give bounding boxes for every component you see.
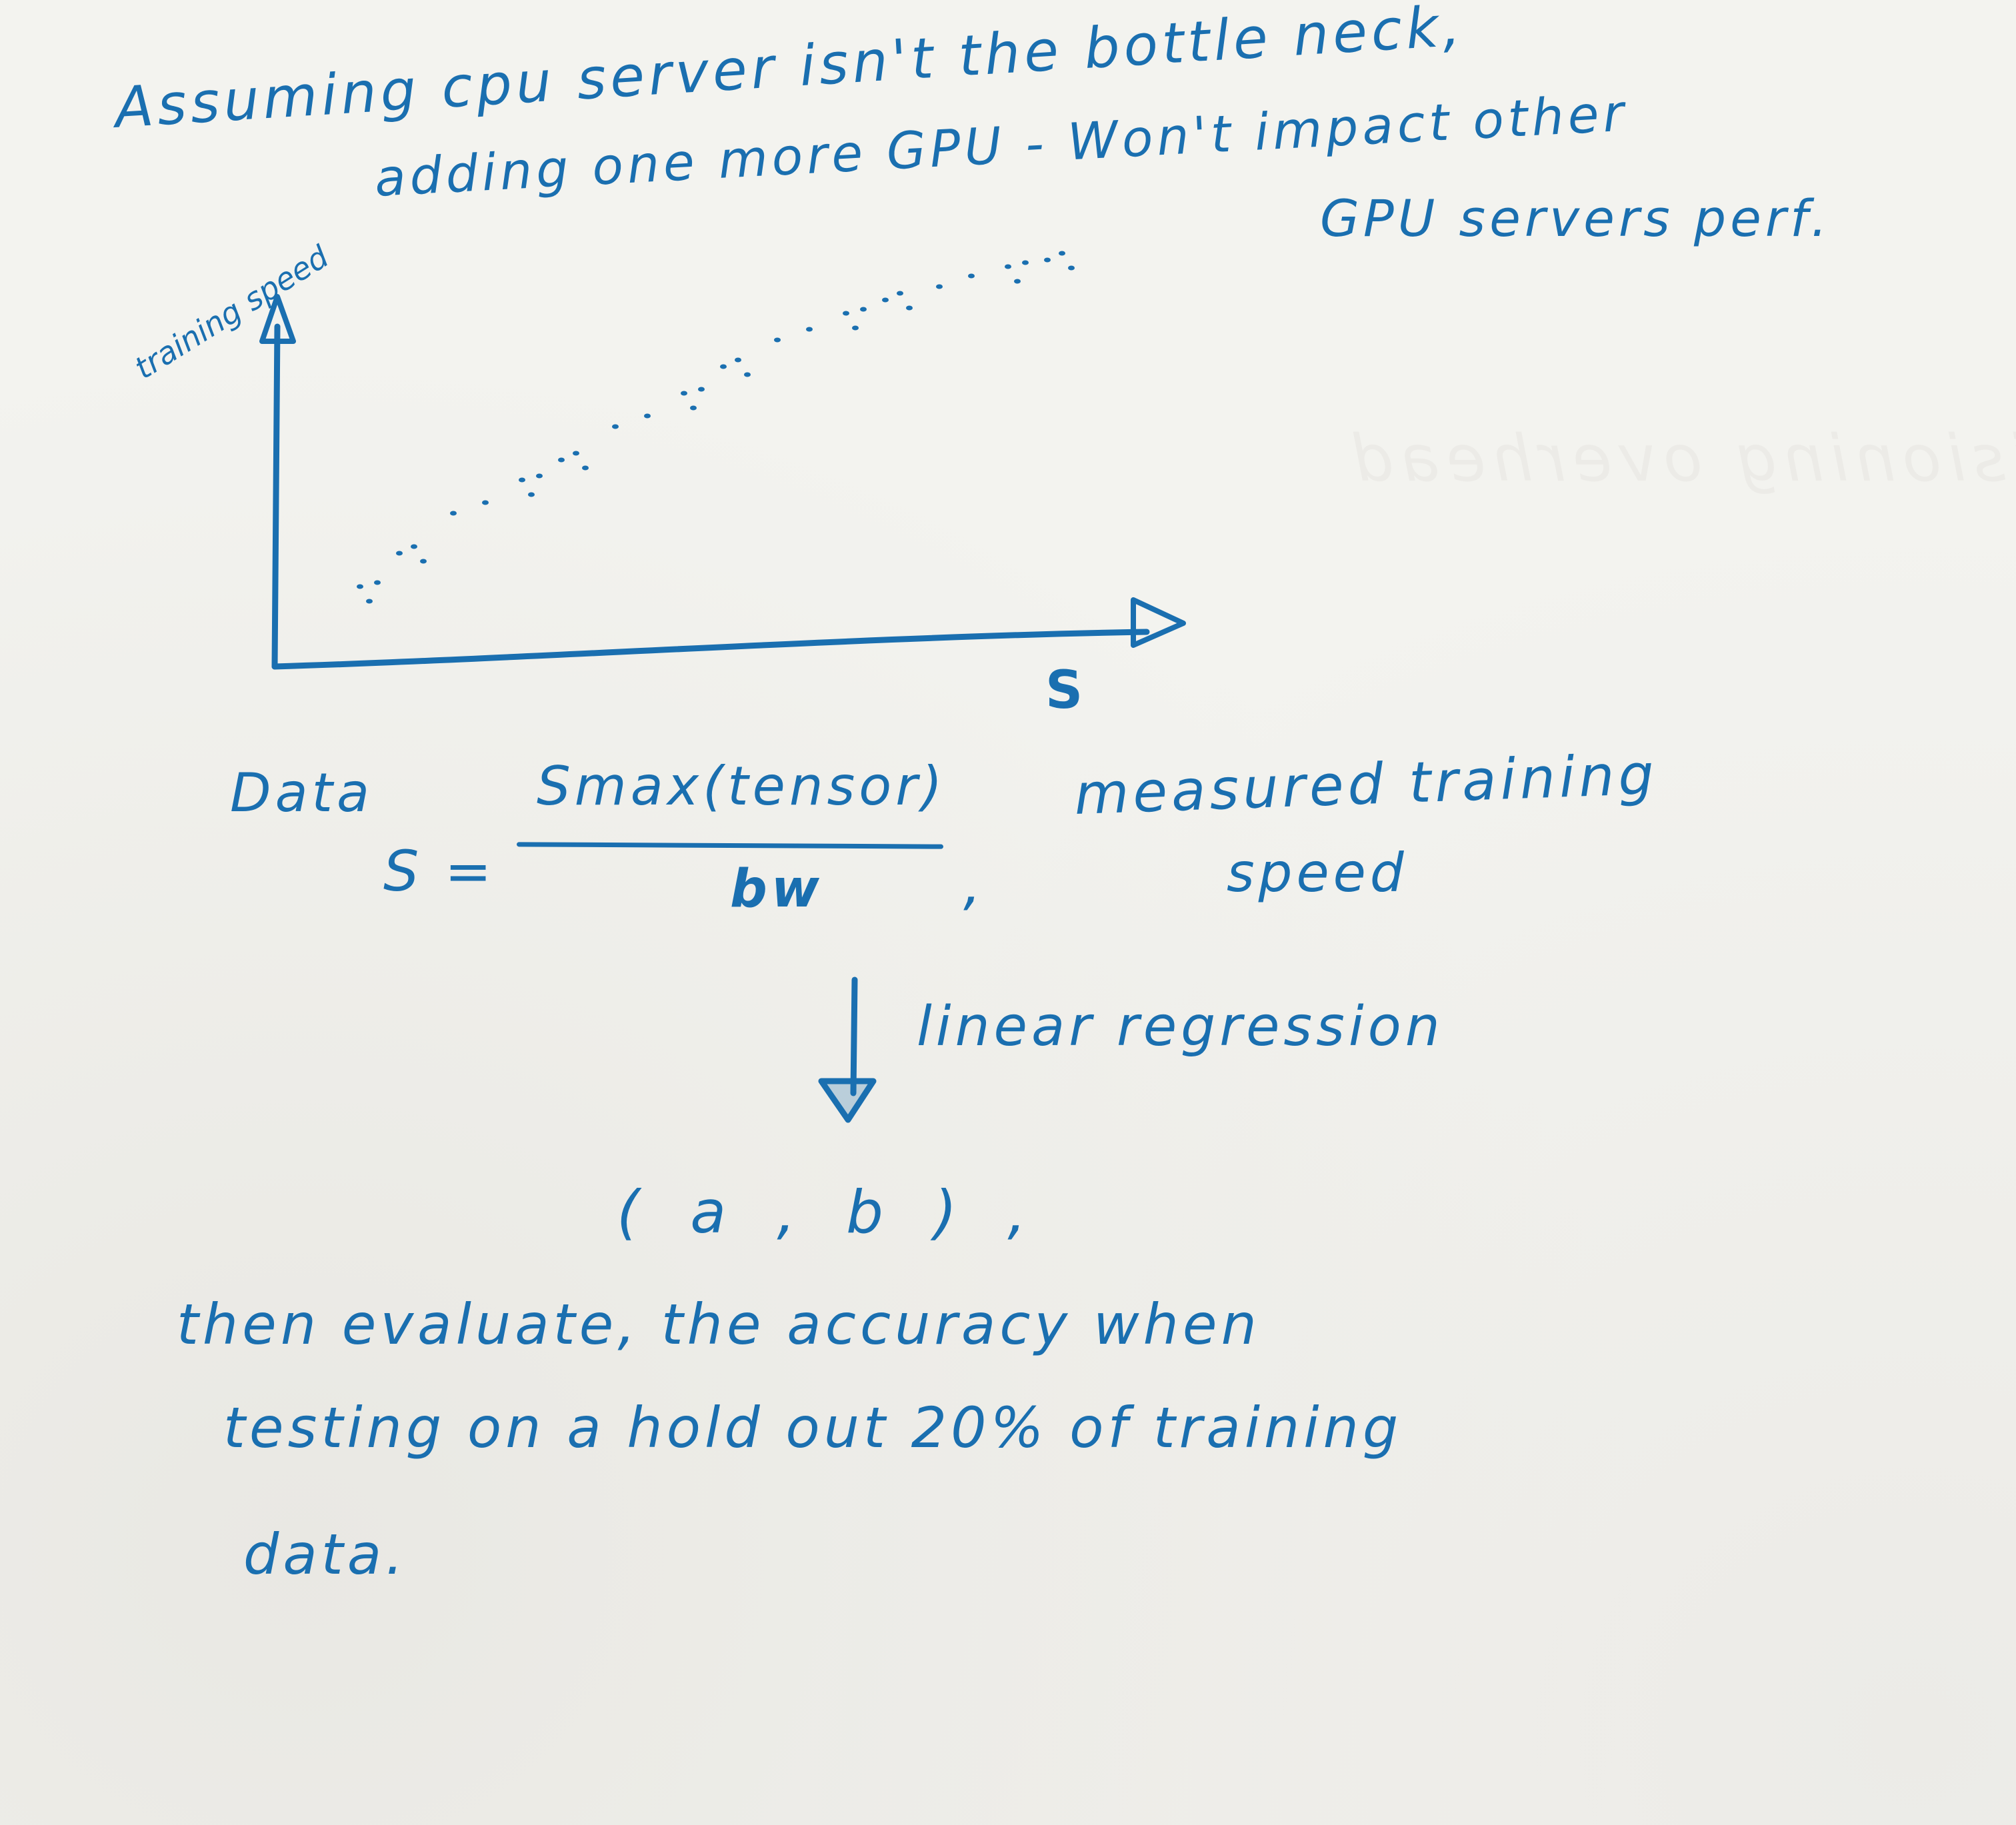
chart-points — [357, 251, 1075, 604]
down-arrow-icon — [818, 1078, 877, 1123]
data-point — [968, 273, 975, 279]
data-point — [1059, 251, 1065, 256]
data-point — [744, 372, 751, 377]
flow-label: linear regression — [917, 995, 1444, 1058]
footer-line-1: then evaluate, the accuracy when — [177, 1292, 1261, 1357]
x-axis-label: S — [1045, 661, 1083, 721]
data-point — [897, 291, 903, 296]
y-axis-arrow-icon — [259, 294, 296, 344]
data-point — [906, 305, 913, 311]
data-point — [1014, 279, 1021, 284]
data-point — [420, 559, 427, 564]
data-point — [582, 465, 589, 471]
data-point — [698, 387, 705, 392]
data-point — [774, 337, 781, 343]
data-point — [852, 325, 859, 331]
data-point — [558, 457, 565, 463]
header-line-3: GPU servers perf. — [1320, 189, 1831, 248]
data-point — [374, 580, 381, 585]
data-point — [644, 413, 651, 419]
data-point — [396, 551, 403, 556]
formula-separator: , — [963, 852, 985, 917]
data-point — [573, 451, 579, 456]
flow-arrow-shaft — [850, 976, 858, 1096]
data-point — [357, 584, 363, 589]
data-point — [482, 500, 489, 505]
data-point — [720, 364, 727, 369]
formula-denominator: bw — [730, 859, 823, 919]
data-point — [860, 307, 867, 312]
data-point — [1044, 257, 1051, 263]
formula-lhs: S = — [383, 839, 496, 904]
data-point — [936, 284, 943, 289]
formula-note-line-2: speed — [1227, 842, 1408, 904]
data-point — [690, 405, 697, 411]
formula-numerator: Smax(tensor) — [537, 755, 947, 817]
data-point — [806, 327, 813, 332]
data-point — [1068, 265, 1075, 271]
footer-line-2: testing on a hold out 20% of training — [223, 1395, 1403, 1460]
data-point — [1022, 260, 1029, 265]
x-axis-arrow-icon — [1131, 597, 1186, 648]
data-point — [1005, 264, 1011, 269]
y-axis — [271, 323, 281, 670]
data-point — [735, 357, 741, 363]
data-point — [843, 311, 849, 316]
data-point — [612, 424, 619, 429]
data-point — [536, 473, 543, 479]
data-point — [450, 511, 457, 516]
footer-line-3: data. — [243, 1522, 407, 1587]
data-point — [519, 477, 525, 483]
data-point — [411, 544, 417, 549]
x-axis — [271, 629, 1150, 670]
formula-prefix: Data — [230, 762, 374, 824]
data-point — [366, 599, 373, 604]
chart-axes — [259, 294, 1186, 670]
data-point — [681, 391, 687, 396]
data-point — [882, 297, 889, 303]
flow-result: ( a , b ) , — [617, 1178, 1043, 1246]
data-point — [528, 492, 535, 497]
